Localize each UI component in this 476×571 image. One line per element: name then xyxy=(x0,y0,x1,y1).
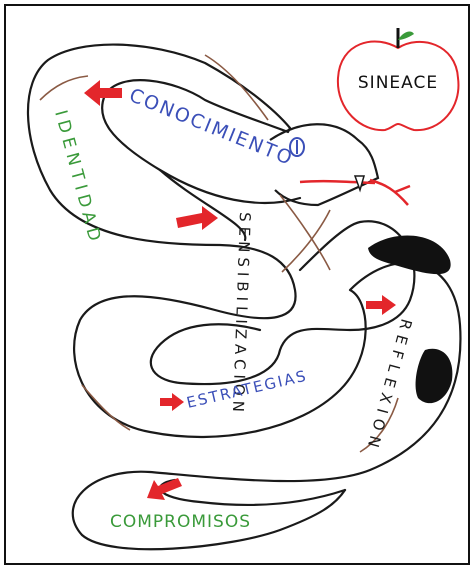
arrow-right-icon xyxy=(160,393,184,411)
arrow-right-icon xyxy=(176,206,218,230)
word-compromisos: COMPROMISOS xyxy=(110,512,251,532)
arrow-right-icon xyxy=(366,295,396,315)
scribble-1 xyxy=(40,76,88,100)
scribble-3 xyxy=(280,195,330,270)
mouth-line xyxy=(300,181,375,183)
scribble-2 xyxy=(205,55,268,120)
word-identidad: IDENTIDAD xyxy=(50,108,105,248)
leaf-icon xyxy=(398,32,414,40)
tongue-icon xyxy=(370,180,410,205)
arrow-down-left-icon xyxy=(147,478,182,500)
apple-logo: SINEACE xyxy=(338,28,459,130)
word-reflexion: REFLEXION xyxy=(362,317,415,455)
snake-outline-inner-3 xyxy=(160,480,345,505)
spot-2 xyxy=(416,349,453,403)
snake-outline-inner-1 xyxy=(160,170,245,240)
snake-head xyxy=(270,124,410,205)
word-conocimiento: CONOCIMIENTO xyxy=(126,84,297,170)
logo-text: SINEACE xyxy=(358,73,438,93)
